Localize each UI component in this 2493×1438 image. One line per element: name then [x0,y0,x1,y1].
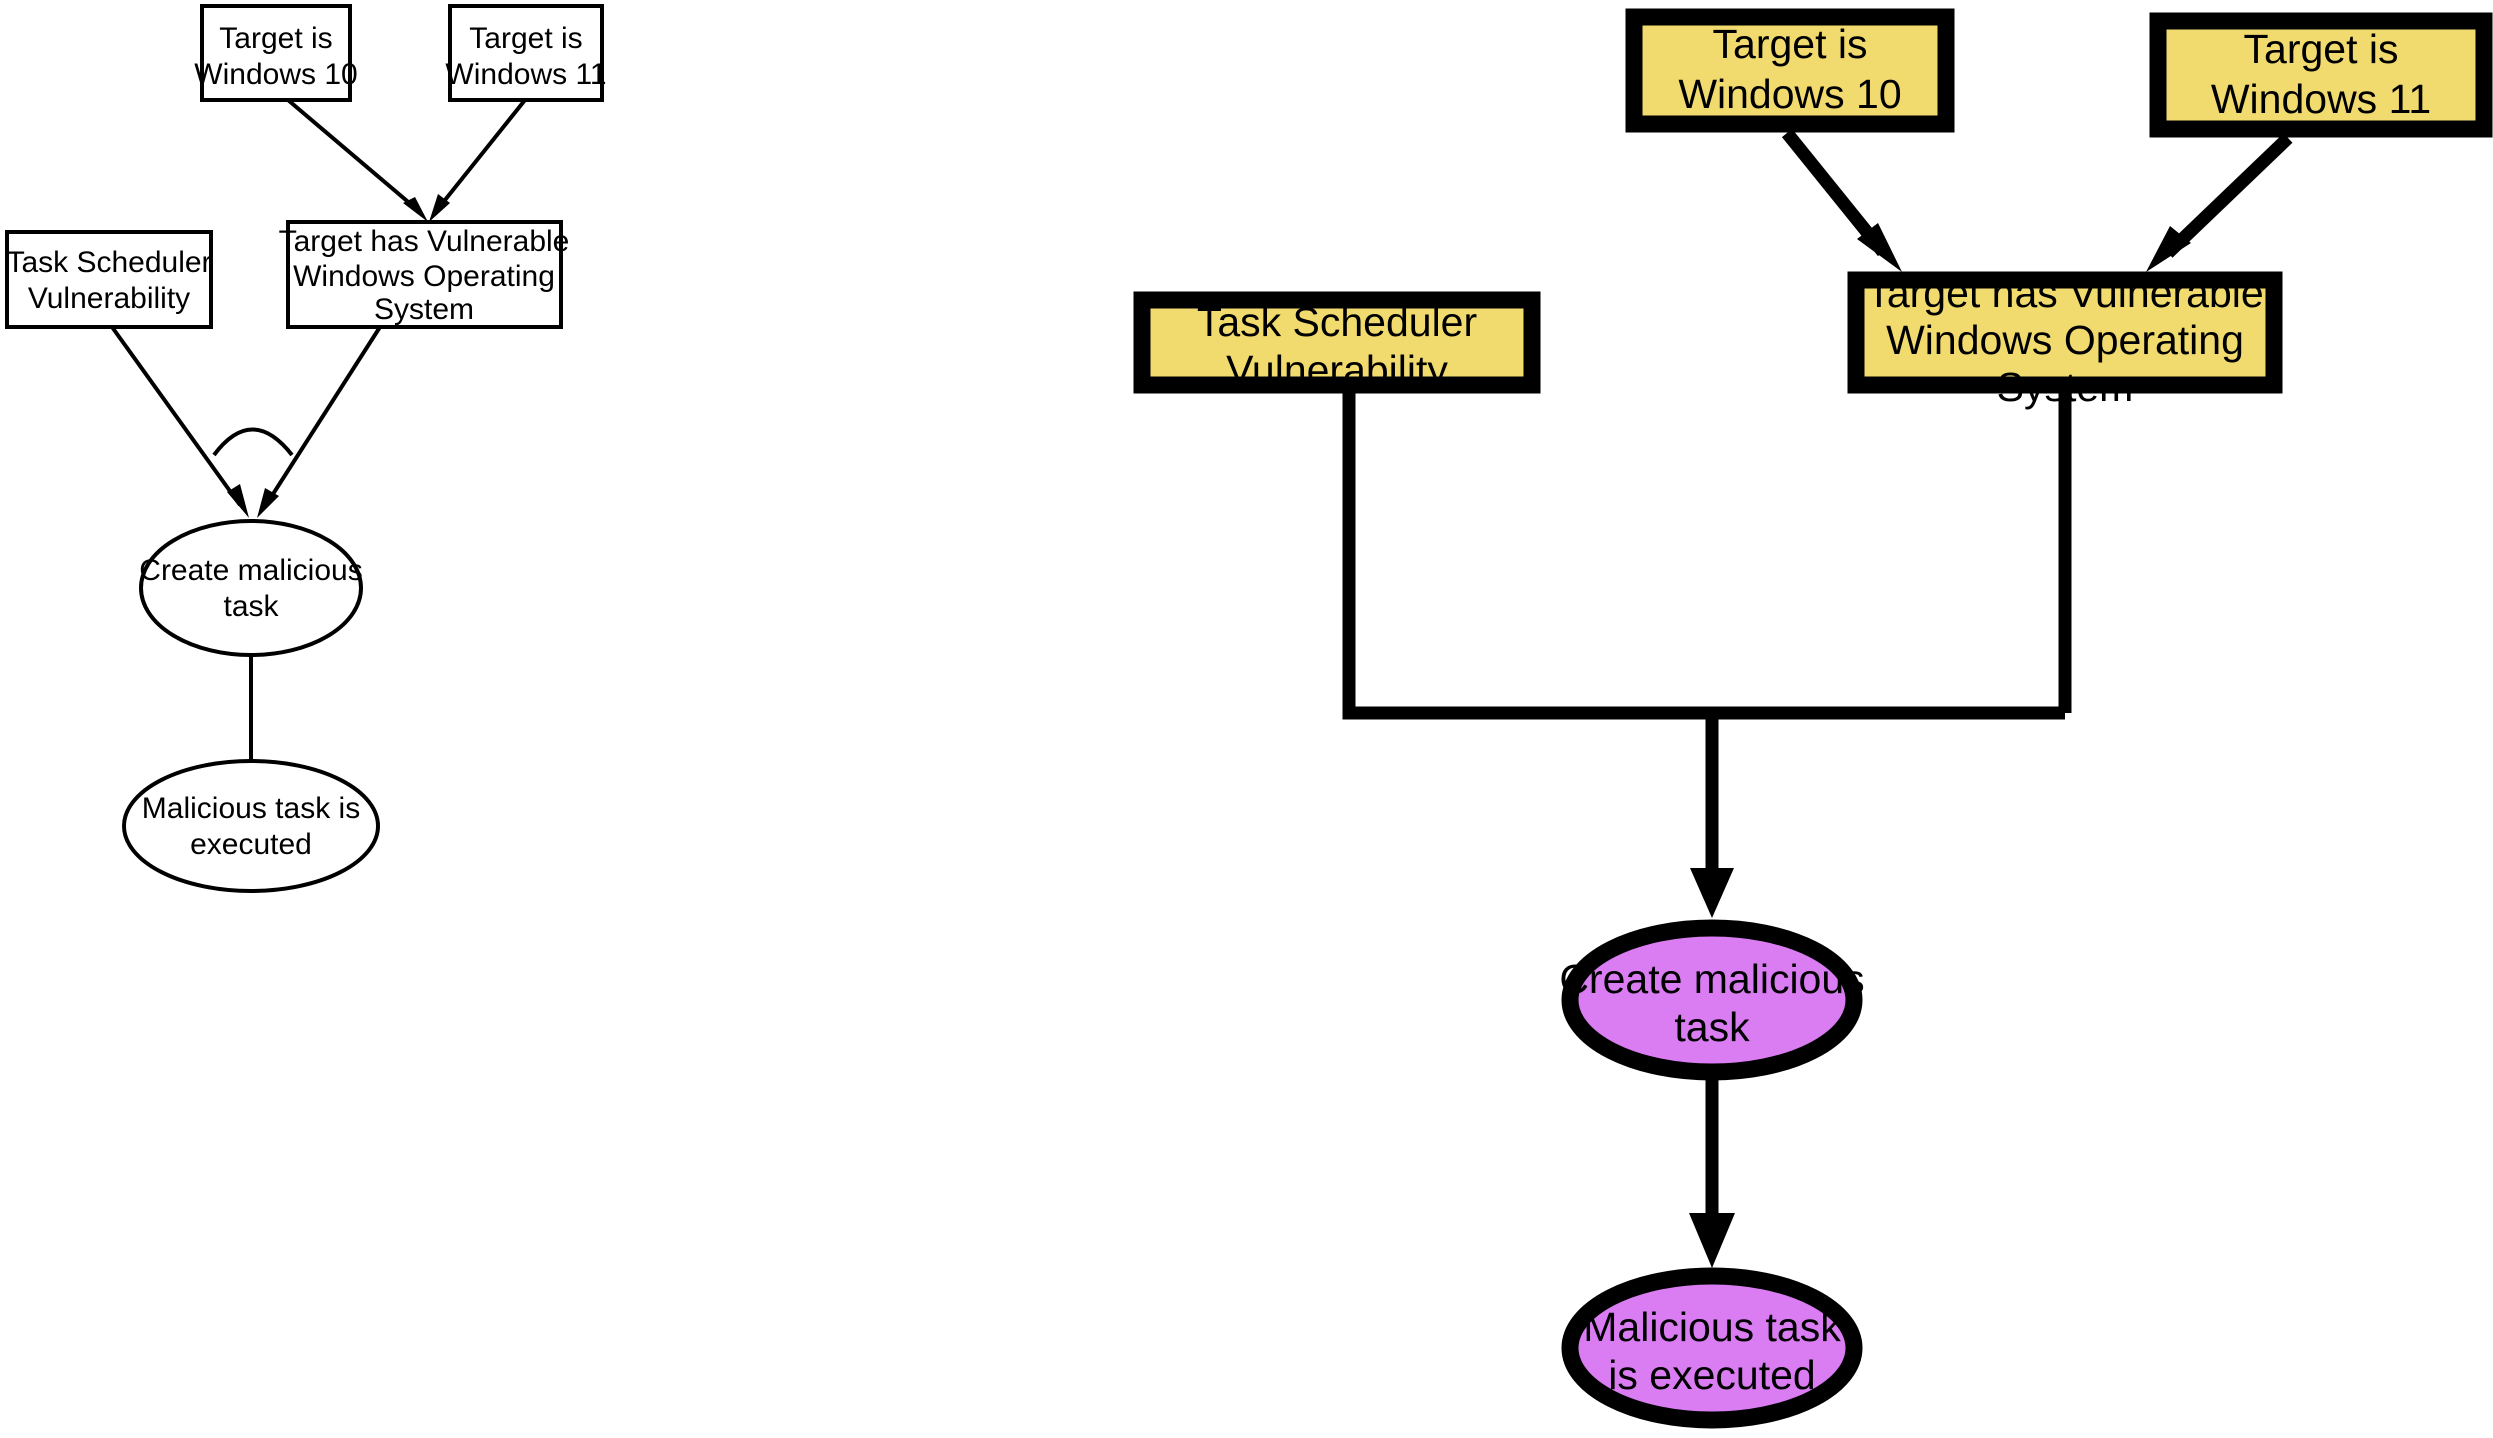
right-node-createtask-line1: Create malicious [1559,956,1864,1002]
and-gate-arc [212,427,294,457]
right-node-exectask-line2: is executed [1608,1352,1815,1398]
left-node-ellipse-exectask [122,759,380,893]
right-node-target-has-vulnerable-windows-os[interactable]: Target has Vulnerable Windows Operating … [1847,270,2283,410]
left-node-exectask-line2: executed [190,828,312,861]
left-node-box-win10 [200,4,352,102]
left-node-box-win11 [448,4,604,102]
right-node-createtask-line2: task [1674,1004,1750,1050]
left-node-target-is-windows-10[interactable]: Target is Windows 10 [194,4,358,102]
right-arrowhead-junction-to-createtask [1690,868,1734,918]
arrowhead-win11-to-vulnos [429,194,450,222]
left-node-malicious-task-is-executed[interactable]: Malicious task is executed [122,759,380,893]
arrowhead-vulnos-to-createtask [257,488,279,518]
left-node-createtask-line2: task [223,590,279,623]
right-arrowhead-win10-to-vulnos [1857,223,1902,272]
left-node-vulnos-line2: Windows Operating [293,260,555,293]
right-node-tasksched-line1: Task Scheduler [1197,299,1477,345]
right-node-target-is-windows-10[interactable]: Target is Windows 10 [1625,8,1955,133]
right-node-win10-line1: Target is [1713,21,1868,67]
left-node-createtask-line1: Create malicious [139,554,362,587]
right-node-exectask-line1: Malicious task [1583,1304,1841,1350]
left-node-task-scheduler-vulnerability[interactable]: Task Scheduler Vulnerability [5,230,213,329]
right-node-win11-line1: Target is [2244,26,2399,72]
edge-vulnos-to-createtask [264,325,382,507]
right-arrowhead-createtask-to-exectask [1689,1213,1735,1268]
left-node-target-has-vulnerable-windows-os[interactable]: Target has Vulnerable Windows Operating … [279,220,570,329]
left-node-create-malicious-task[interactable]: Create malicious task [139,519,363,657]
right-node-box-win11 [2149,12,2493,138]
edge-win11-to-vulnos [435,98,527,212]
left-node-win10-line2: Windows 10 [194,58,357,91]
right-node-win11-line2: Windows 11 [2211,76,2431,122]
right-node-vulnos-line2: Windows Operating [1886,317,2244,363]
right-node-box-tasksched [1133,291,1541,394]
left-node-vulnos-line3: System [374,293,474,326]
right-edge-win11-to-vulnos [2163,133,2293,258]
left-node-exectask-line1: Malicious task is [142,792,360,825]
left-node-tasksched-line2: Vulnerability [28,282,190,315]
right-edge-tasksched-to-junction [1342,385,2065,720]
arrowhead-win10-to-vulnos [403,197,428,222]
left-node-ellipse-createtask [139,519,363,657]
edge-tasksched-to-createtask [110,325,242,507]
left-node-tasksched-line1: Task Scheduler [6,246,211,279]
left-node-win10-line1: Target is [219,22,332,55]
right-node-vulnos-line3: System [1997,364,2134,410]
left-node-vulnos-line1: Target has Vulnerable [279,225,570,258]
right-node-win10-line2: Windows 10 [1678,71,1901,117]
right-node-vulnos-line1: Target has Vulnerable [1866,270,2263,316]
right-node-ellipse-createtask [1561,919,1863,1081]
right-panel: Target is Windows 10 Target is Windows 1… [1133,8,2493,1429]
left-node-win11-line1: Target is [469,22,582,55]
left-edges [110,98,527,762]
arrowhead-tasksched-to-createtask [227,484,249,518]
left-node-box-tasksched [5,230,213,329]
right-node-box-vulnos [1847,271,2283,394]
right-node-create-malicious-task[interactable]: Create malicious task [1559,919,1865,1081]
left-node-box-vulnos [286,220,563,329]
right-edges [1342,128,2293,1268]
right-node-task-scheduler-vulnerability[interactable]: Task Scheduler Vulnerability [1133,291,1541,394]
right-node-box-win10 [1625,8,1955,133]
left-node-win11-line2: Windows 11 [445,58,606,91]
left-node-target-is-windows-11[interactable]: Target is Windows 11 [445,4,607,102]
right-node-target-is-windows-11[interactable]: Target is Windows 11 [2149,12,2493,138]
right-node-malicious-task-is-executed[interactable]: Malicious task is executed [1561,1267,1863,1429]
right-node-tasksched-line2: Vulnerability [1226,347,1448,393]
right-arrowhead-win11-to-vulnos [2146,226,2191,272]
edge-win10-to-vulnos [286,98,422,214]
left-panel: Target is Windows 10 Target is Windows 1… [5,4,607,893]
right-node-ellipse-exectask [1561,1267,1863,1429]
